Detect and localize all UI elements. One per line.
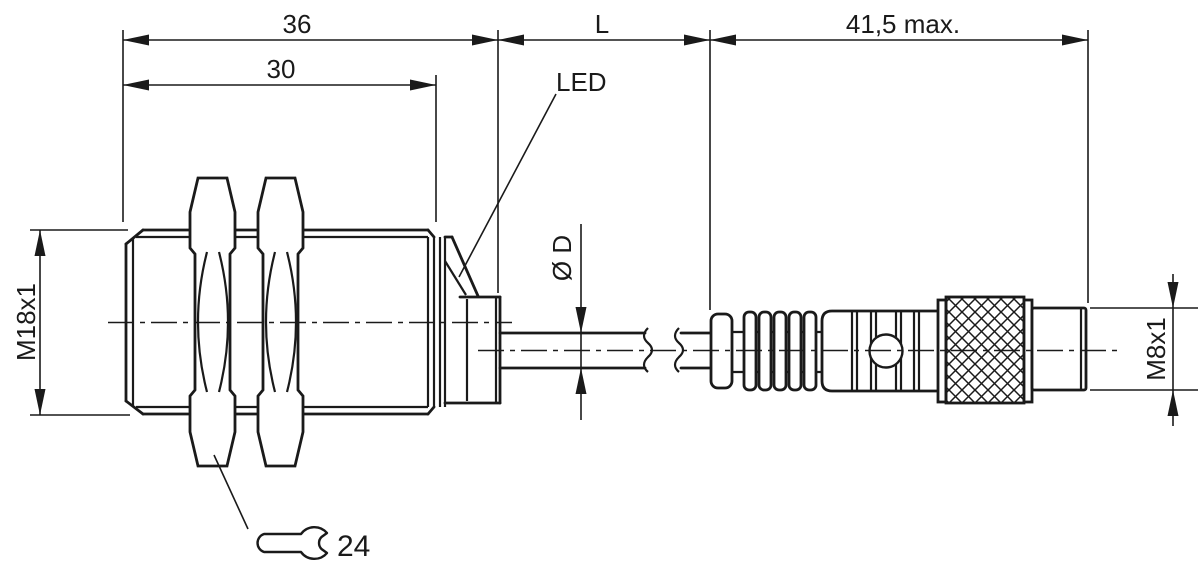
strain-relief-boot <box>709 310 824 392</box>
m8-threaded-tip <box>1030 306 1088 392</box>
wrench-icon <box>256 525 329 561</box>
wrench-leader-line <box>213 454 249 530</box>
led-leader-line <box>458 93 557 278</box>
led-callout: LED <box>458 67 607 278</box>
wrench-size-label: 24 <box>337 530 370 563</box>
dimension-30: 30 <box>123 54 437 222</box>
dim-L-label: L <box>595 9 609 39</box>
dim-m8x1-label: M8x1 <box>1141 317 1171 381</box>
dimension-m18x1: M18x1 <box>11 229 130 416</box>
dimension-L: L <box>498 9 711 310</box>
cable-break-right <box>673 327 685 373</box>
rear-housing-gland <box>443 235 502 405</box>
dim-36-label: 36 <box>283 9 312 39</box>
dimension-cable-diameter: Ø D <box>547 224 587 420</box>
wrench-size-callout: 24 <box>213 454 370 563</box>
dimension-41-5-max: 41,5 max. <box>710 9 1089 303</box>
dimension-36: 36 <box>122 9 499 293</box>
dim-30-label: 30 <box>267 54 296 84</box>
dim-m18x1-label: M18x1 <box>11 283 41 361</box>
dim-41-5-label: 41,5 max. <box>846 9 960 39</box>
dim-cable-diameter-label: Ø D <box>547 235 577 281</box>
led-label: LED <box>556 67 607 97</box>
dimension-m8x1: M8x1 <box>1090 274 1198 426</box>
